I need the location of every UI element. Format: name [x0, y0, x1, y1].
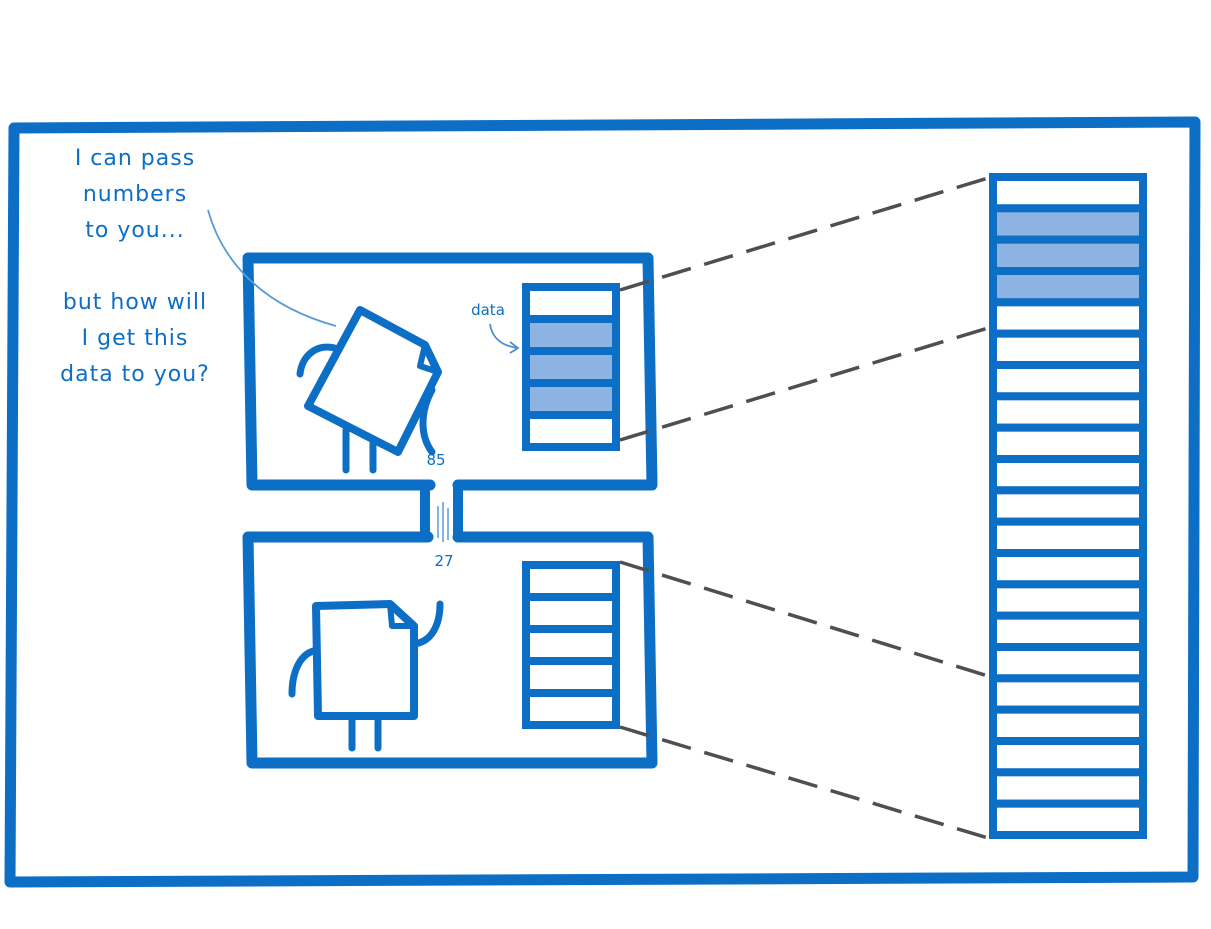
- bottom-memory-slot-2: [522, 593, 620, 633]
- top-character-fold: [417, 344, 439, 375]
- motion-lines: [437, 502, 449, 542]
- bottom-character-arm-right: [410, 600, 444, 648]
- top-character-body: [304, 306, 442, 456]
- shared-memory-slot-17: [989, 674, 1147, 714]
- data-arrow: [489, 323, 519, 349]
- bottom-memory-slot-4: [522, 657, 620, 697]
- shared-memory-slot-7: [989, 361, 1147, 401]
- speech-line-6: data to you?: [60, 362, 210, 387]
- shared-memory-slot-16: [989, 643, 1147, 683]
- bottom-memory-slot-1: [522, 561, 620, 601]
- shared-memory-slot-11: [989, 486, 1147, 526]
- top-memory-slot-2: [522, 315, 620, 355]
- shared-memory-slot-2: [989, 204, 1147, 244]
- shared-memory-slot-12: [989, 517, 1147, 558]
- speech-pointer: [207, 209, 337, 327]
- shared-memory-slot-8: [989, 392, 1147, 432]
- bottom-module-box: [242, 531, 658, 769]
- top-memory-slot-4: [522, 379, 620, 419]
- data-label: data: [471, 301, 505, 319]
- number-85-label: 85: [426, 451, 446, 469]
- shared-memory-slot-9: [989, 423, 1147, 463]
- shared-memory-slot-3: [989, 235, 1147, 276]
- bottom-memory-slot-3: [522, 625, 620, 665]
- bottom-memory-array: [522, 561, 620, 729]
- number-27-label: 27: [434, 552, 454, 570]
- shared-memory-slot-5: [989, 298, 1147, 338]
- data-arrowhead: [509, 341, 520, 354]
- shared-memory-slot-18: [989, 705, 1147, 746]
- shared-memory-slot-20: [989, 768, 1147, 808]
- outer-frame: [4, 116, 1201, 888]
- speech-line-3: to you...: [85, 218, 185, 243]
- top-module-box: [242, 252, 658, 491]
- bottom-memory-slot-5: [522, 689, 620, 729]
- shared-memory-slot-21: [989, 799, 1147, 840]
- shared-memory-array: [989, 173, 1147, 840]
- shared-memory-slot-14: [989, 580, 1147, 620]
- speech-line-2: numbers: [82, 182, 188, 207]
- shared-memory-slot-4: [989, 267, 1147, 307]
- bottom-file-character: [288, 600, 444, 752]
- zoom-lines: [619, 176, 989, 840]
- shared-memory-slot-13: [989, 549, 1147, 589]
- bottom-character-fold: [387, 603, 414, 629]
- speech-line-4: but how will: [62, 290, 208, 315]
- shared-memory-slot-19: [989, 737, 1147, 777]
- top-file-character: [296, 306, 442, 474]
- top-character-arm-left: [296, 343, 342, 378]
- shared-memory-slot-15: [989, 611, 1147, 652]
- shared-memory-slot-6: [989, 329, 1147, 369]
- shared-memory-slot-10: [989, 455, 1147, 495]
- speech-line-5: I get this: [81, 326, 189, 351]
- top-memory-slot-5: [522, 411, 620, 451]
- speech-line-1: I can pass: [74, 146, 196, 171]
- bottom-character-body: [312, 600, 418, 720]
- top-memory-slot-3: [522, 347, 620, 387]
- top-memory-slot-1: [522, 283, 620, 323]
- shared-memory-slot-1: [989, 173, 1147, 213]
- top-memory-array: [522, 283, 620, 451]
